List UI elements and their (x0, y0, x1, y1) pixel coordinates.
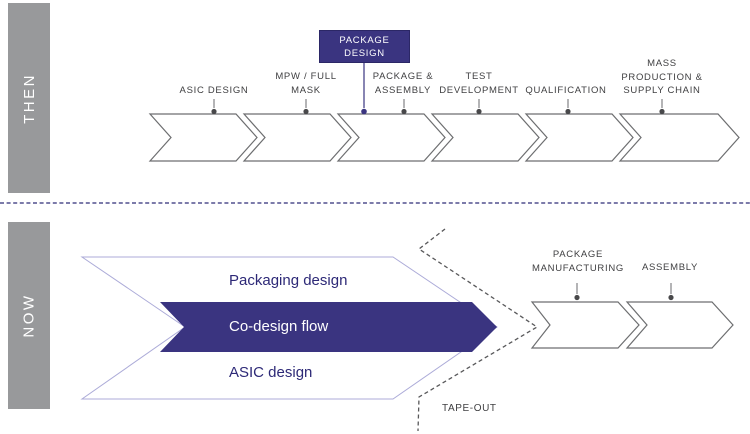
step-label-qualification: QUALIFICATION (525, 85, 607, 96)
flow-band-label-codesign-flow: Co-design flow (229, 318, 329, 335)
then-chevron-5 (524, 113, 634, 162)
then-chevron-6 (618, 113, 740, 162)
flow-band-label-packaging-design: Packaging design (229, 272, 348, 289)
then-chevron-2 (242, 113, 352, 162)
step-label-test-development: TEST DEVELOPMENT (439, 71, 519, 96)
connector-dot (211, 108, 217, 115)
now-chevron-2 (625, 301, 734, 349)
step-label-mpw-full-mask: MPW / FULL MASK (275, 71, 337, 96)
connector-dot (303, 108, 309, 115)
callout-connector-dot (361, 108, 367, 115)
step-label-package-assembly: PACKAGE & ASSEMBLY (372, 71, 434, 96)
connector-dot (476, 108, 482, 115)
connector-dot (659, 108, 665, 115)
package-design-callout-label: PACKAGE DESIGN (339, 34, 390, 59)
connector-dot (401, 108, 407, 115)
then-chevron-1 (148, 113, 258, 162)
then-chevron-3 (336, 113, 446, 162)
now-bar-label: NOW (20, 293, 38, 338)
step-label-mass-production: MASS PRODUCTION & SUPPLY CHAIN (621, 58, 703, 96)
step-label-asic-design: ASIC DESIGN (179, 85, 249, 96)
step-label-package-manufacturing: PACKAGE MANUFACTURING (532, 249, 624, 274)
then-section-bar: THEN (8, 3, 50, 193)
tapeout-label: TAPE-OUT (442, 403, 497, 414)
tapeout-dashed-line (417, 228, 539, 432)
connector-dot (565, 108, 571, 115)
connector-dot (574, 294, 580, 301)
connector-dot (668, 294, 674, 301)
codesign-band (160, 302, 497, 352)
now-section-bar: NOW (8, 222, 50, 409)
then-chevron-4 (430, 113, 540, 162)
flow-band-label-asic-design: ASIC design (229, 364, 313, 381)
package-design-callout: PACKAGE DESIGN (319, 30, 410, 63)
step-label-assembly: ASSEMBLY (641, 262, 699, 273)
then-bar-label: THEN (20, 72, 38, 124)
now-chevron-1 (530, 301, 640, 349)
